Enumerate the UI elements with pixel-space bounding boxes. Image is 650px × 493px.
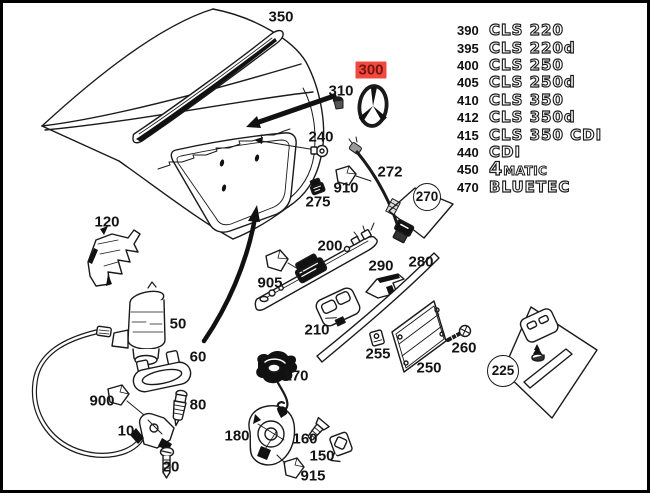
badge-label: CLS 220	[488, 21, 564, 40]
part-275-drawing	[309, 177, 326, 196]
part-label-270[interactable]: 270	[413, 183, 441, 211]
part-label-255[interactable]: 255	[365, 345, 391, 363]
part-label-240[interactable]: 240	[308, 128, 334, 146]
part-label-225[interactable]: 225	[487, 355, 519, 387]
badge-label: CLS 350 CDI	[488, 125, 603, 144]
part-label-905[interactable]: 905	[257, 274, 283, 292]
part-120-drawing	[87, 226, 141, 287]
emblem-star-drawing	[357, 84, 389, 128]
part-label-260[interactable]: 260	[451, 339, 477, 357]
badge-label: CLS 250d	[488, 73, 576, 92]
part-label-60[interactable]: 60	[189, 348, 207, 366]
part-250-drawing	[391, 300, 447, 373]
badge-row-440[interactable]: 440 CDI	[457, 144, 602, 161]
badge-list: 390 CLS 220 395 CLS 220d 400 CLS 250 405 CLS 25…	[457, 22, 602, 196]
badge-number: 440	[457, 144, 479, 160]
part-label-915[interactable]: 915	[300, 467, 326, 485]
part-label-200[interactable]: 200	[317, 237, 343, 255]
badge-row-405[interactable]: 405 CLS 250d	[457, 74, 602, 91]
part-200-drawing	[254, 222, 378, 311]
badge-number: 390	[457, 23, 479, 39]
part-label-280[interactable]: 280	[408, 253, 434, 271]
part-180-drawing	[248, 405, 296, 466]
part-label-250[interactable]: 250	[416, 359, 442, 377]
arrow-to-lid-icon	[246, 93, 337, 128]
part-915-tag-drawing	[276, 454, 305, 479]
part-910-tag-drawing	[335, 165, 372, 186]
part-label-50[interactable]: 50	[169, 315, 187, 333]
badge-number: 400	[457, 57, 479, 73]
badge-row-400[interactable]: 400 CLS 250	[457, 57, 602, 74]
part-label-180[interactable]: 180	[224, 427, 250, 445]
spoiler-drawing	[132, 29, 284, 144]
part-20-drawing	[159, 446, 175, 479]
badge-label: CLS 250	[488, 55, 564, 74]
badge-label: CLS 350d	[488, 108, 576, 127]
part-150-drawing	[329, 431, 353, 463]
part-label-20[interactable]: 20	[162, 458, 180, 476]
part-label-310[interactable]: 310	[328, 82, 354, 100]
badge-row-450[interactable]: 450 4MATIC	[457, 158, 602, 181]
part-label-275[interactable]: 275	[305, 193, 331, 211]
badge-row-410[interactable]: 410 CLS 350	[457, 92, 602, 109]
part-label-272[interactable]: 272	[377, 163, 403, 181]
part-label-10[interactable]: 10	[117, 422, 135, 440]
badge-number: 412	[457, 110, 479, 126]
part-905-tag-drawing	[265, 249, 304, 273]
badge-number: 450	[457, 162, 479, 178]
part-label-300[interactable]: 300	[355, 61, 387, 79]
part-label-900[interactable]: 900	[89, 392, 115, 410]
badge-number: 470	[457, 179, 479, 195]
part-240-drawing	[254, 137, 329, 158]
part-label-150[interactable]: 150	[309, 447, 335, 465]
badge-row-415[interactable]: 415 CLS 350 CDI	[457, 126, 602, 143]
badge-label: BLUETEC	[488, 177, 571, 196]
badge-row-395[interactable]: 395 CLS 220d	[457, 39, 602, 56]
badge-label: CDI	[488, 142, 522, 161]
part-260-drawing	[446, 324, 472, 342]
badge-number: 405	[457, 75, 479, 91]
part-280-drawing	[316, 252, 440, 363]
badge-label: 4MATIC	[488, 158, 548, 181]
part-60-drawing	[132, 350, 192, 393]
badge-number: 415	[457, 127, 479, 143]
arrow-to-opening-icon	[201, 205, 260, 344]
badge-label: CLS 350	[488, 90, 564, 109]
part-310-drawing	[332, 96, 344, 110]
part-160-drawing	[307, 416, 330, 441]
part-label-290[interactable]: 290	[368, 257, 394, 275]
badge-label: CLS 220d	[488, 38, 576, 57]
part-label-350[interactable]: 350	[268, 8, 294, 26]
part-210-drawing	[315, 287, 361, 327]
badge-number: 395	[457, 40, 479, 56]
part-225-kit-drawing	[502, 306, 598, 419]
part-label-80[interactable]: 80	[189, 396, 207, 414]
part-label-160[interactable]: 160	[292, 430, 318, 448]
part-label-910[interactable]: 910	[333, 179, 359, 197]
part-270-panel-drawing	[388, 187, 454, 239]
part-80-drawing	[172, 389, 188, 427]
part-255-drawing	[369, 329, 385, 347]
badge-row-412[interactable]: 412 CLS 350d	[457, 109, 602, 126]
badge-row-390[interactable]: 390 CLS 220	[457, 22, 602, 39]
badge-number: 410	[457, 92, 479, 108]
badge-row-470[interactable]: 470 BLUETEC	[457, 179, 602, 196]
trunk-lid-drawing	[41, 8, 325, 240]
part-label-120[interactable]: 120	[94, 213, 120, 231]
part-label-210[interactable]: 210	[304, 321, 330, 339]
part-label-170[interactable]: 170	[283, 367, 309, 385]
lid-clip-marks	[219, 154, 260, 192]
